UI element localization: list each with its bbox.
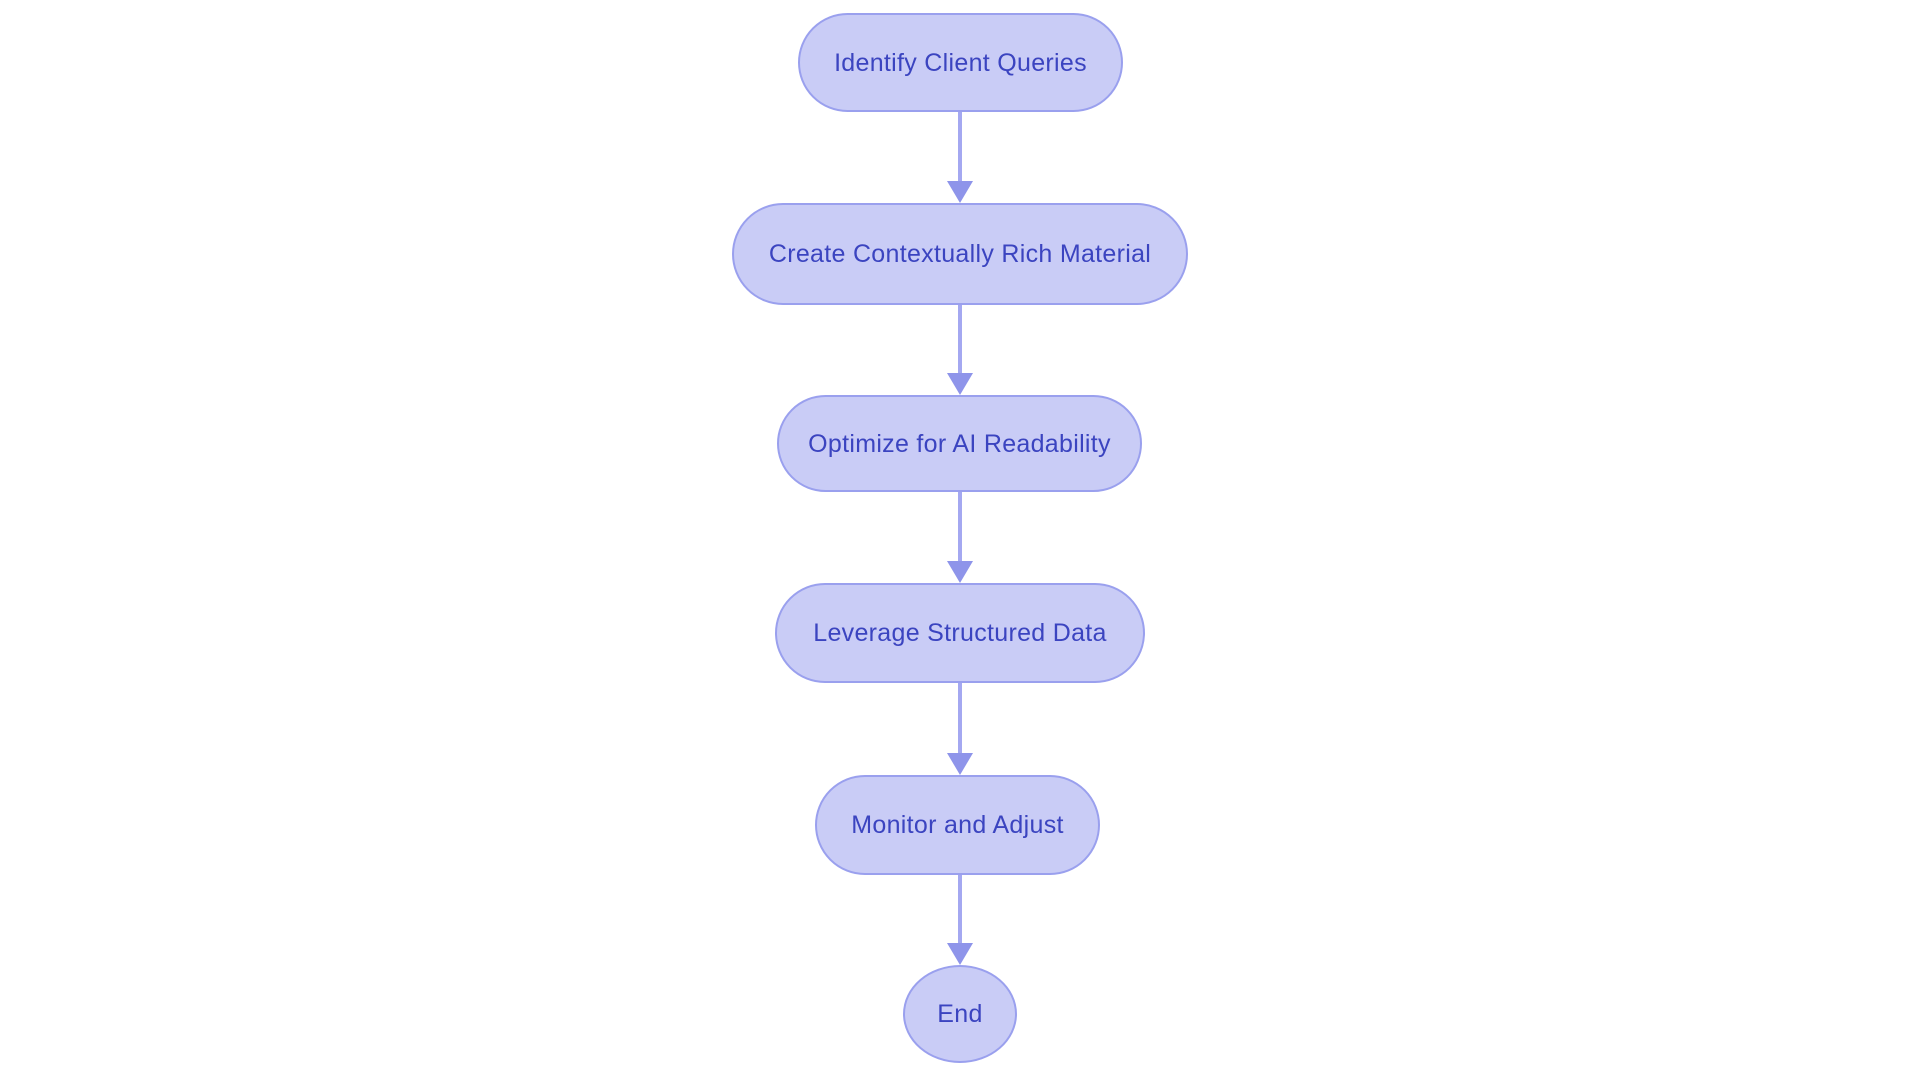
flow-node-end: End <box>903 965 1017 1063</box>
arrowhead-icon <box>947 181 973 203</box>
flow-node-optimize-for-ai-readability: Optimize for AI Readability <box>777 395 1142 492</box>
flow-node-create-contextually-rich-material: Create Contextually Rich Material <box>732 203 1188 305</box>
arrowhead-icon <box>947 943 973 965</box>
arrowhead-icon <box>947 753 973 775</box>
flow-node-identify-client-queries: Identify Client Queries <box>798 13 1123 112</box>
flow-node-label: Leverage Structured Data <box>813 619 1107 647</box>
flow-node-label: End <box>937 1000 983 1028</box>
flow-node-label: Create Contextually Rich Material <box>768 240 1152 268</box>
flow-node-label: Optimize for AI Readability <box>808 429 1111 458</box>
arrow-line <box>958 112 962 181</box>
flow-node-leverage-structured-data: Leverage Structured Data <box>775 583 1145 683</box>
arrow-line <box>958 875 962 943</box>
arrowhead-icon <box>947 373 973 395</box>
flow-node-label: Identify Client Queries <box>834 48 1087 77</box>
flow-node-label: Monitor and Adjust <box>851 811 1064 839</box>
arrow-line <box>958 683 962 753</box>
arrowhead-icon <box>947 561 973 583</box>
arrow-line <box>958 492 962 561</box>
arrow-line <box>958 305 962 373</box>
flow-node-monitor-and-adjust: Monitor and Adjust <box>815 775 1100 875</box>
